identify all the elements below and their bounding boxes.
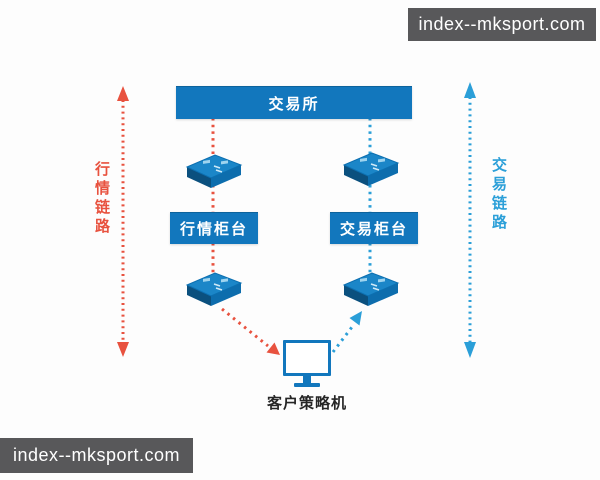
monitor-base [294, 383, 320, 387]
exchange-node: 交易所 [176, 86, 412, 119]
watermark-text-bottom: index--mksport.com [12, 445, 181, 465]
watermark-text-top: index--mksport.com [418, 14, 586, 34]
watermark-banner-bottom: index--mksport.com [0, 438, 193, 473]
network-switch-icon [343, 152, 399, 187]
market-link-arrow [117, 86, 129, 357]
monitor-screen [283, 340, 331, 376]
trade-link-label: 交易链路 [491, 157, 507, 231]
market-link-label: 行情链路 [94, 161, 110, 235]
trade-counter-node: 交易柜台 [330, 212, 418, 244]
network-switch-icon [343, 272, 399, 307]
network-switch-icon [186, 272, 242, 307]
network-switch-icon [186, 154, 242, 189]
market-counter-node: 行情柜台 [170, 212, 258, 244]
monitor-stand [303, 376, 311, 383]
client-machine-label: 客户策略机 [266, 395, 347, 412]
monitor-icon [283, 340, 331, 388]
trade-link-arrow [464, 82, 476, 358]
watermark-banner-top: index--mksport.com [408, 8, 596, 41]
